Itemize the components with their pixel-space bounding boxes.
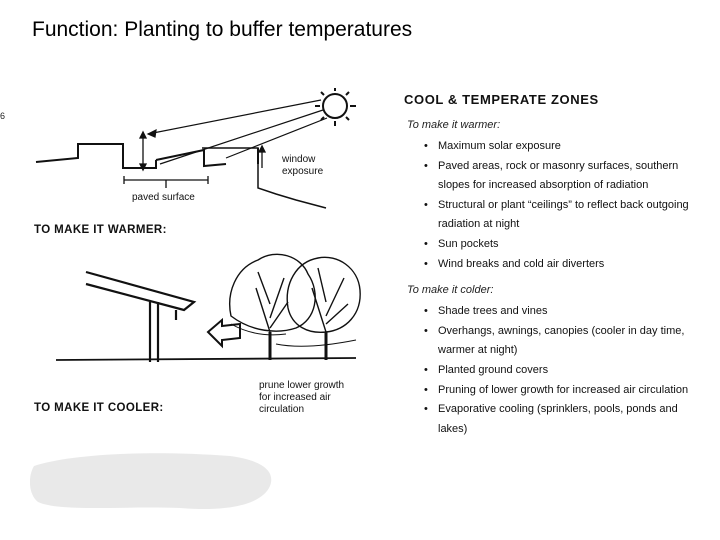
colder-list: Shade trees and vines Overhangs, awnings… [404, 302, 710, 439]
scan-smudge [30, 453, 272, 510]
warmer-list: Maximum solar exposure Paved areas, rock… [404, 137, 710, 274]
colder-subhead: To make it colder: [407, 284, 494, 297]
list-item: Wind breaks and cold air diverters [404, 255, 710, 275]
list-item: Overhangs, awnings, canopies (cooler in … [404, 322, 710, 361]
heading-warmer: TO MAKE IT WARMER: [34, 224, 167, 236]
warmer-subhead: To make it warmer: [407, 119, 501, 131]
temperature-sketch [35, 88, 361, 362]
zones-heading: COOL & TEMPERATE ZONES [404, 92, 599, 107]
window-exposure-label: window exposure [282, 154, 324, 177]
list-item: Structural or plant “ceilings” to reflec… [404, 196, 710, 235]
list-item: Pruning of lower growth for increased ai… [404, 381, 710, 401]
list-item: Evaporative cooling (sprinklers, pools, … [404, 400, 710, 439]
heading-cooler: TO MAKE IT COOLER: [34, 402, 164, 414]
list-item: Paved areas, rock or masonry surfaces, s… [404, 157, 710, 196]
slide-title: Function: Planting to buffer temperature… [32, 18, 413, 41]
list-item: Planted ground covers [404, 361, 710, 381]
tree-icons [229, 253, 361, 360]
paved-surface-label: paved surface [132, 192, 195, 203]
warmer-sketch [35, 143, 327, 209]
sun-icon [315, 88, 356, 126]
zones-panel: COOL & TEMPERATE ZONES To make it warmer… [404, 92, 710, 449]
overhang-sketch [55, 270, 357, 362]
air-arrow-icon [206, 317, 241, 349]
prune-note-label: prune lower growth for increased air cir… [259, 380, 345, 415]
list-item: Sun pockets [404, 235, 710, 255]
list-item: Shade trees and vines [404, 302, 710, 322]
sun-rays [146, 99, 328, 165]
page-number: 6 [0, 111, 6, 121]
list-item: Maximum solar exposure [404, 137, 710, 157]
